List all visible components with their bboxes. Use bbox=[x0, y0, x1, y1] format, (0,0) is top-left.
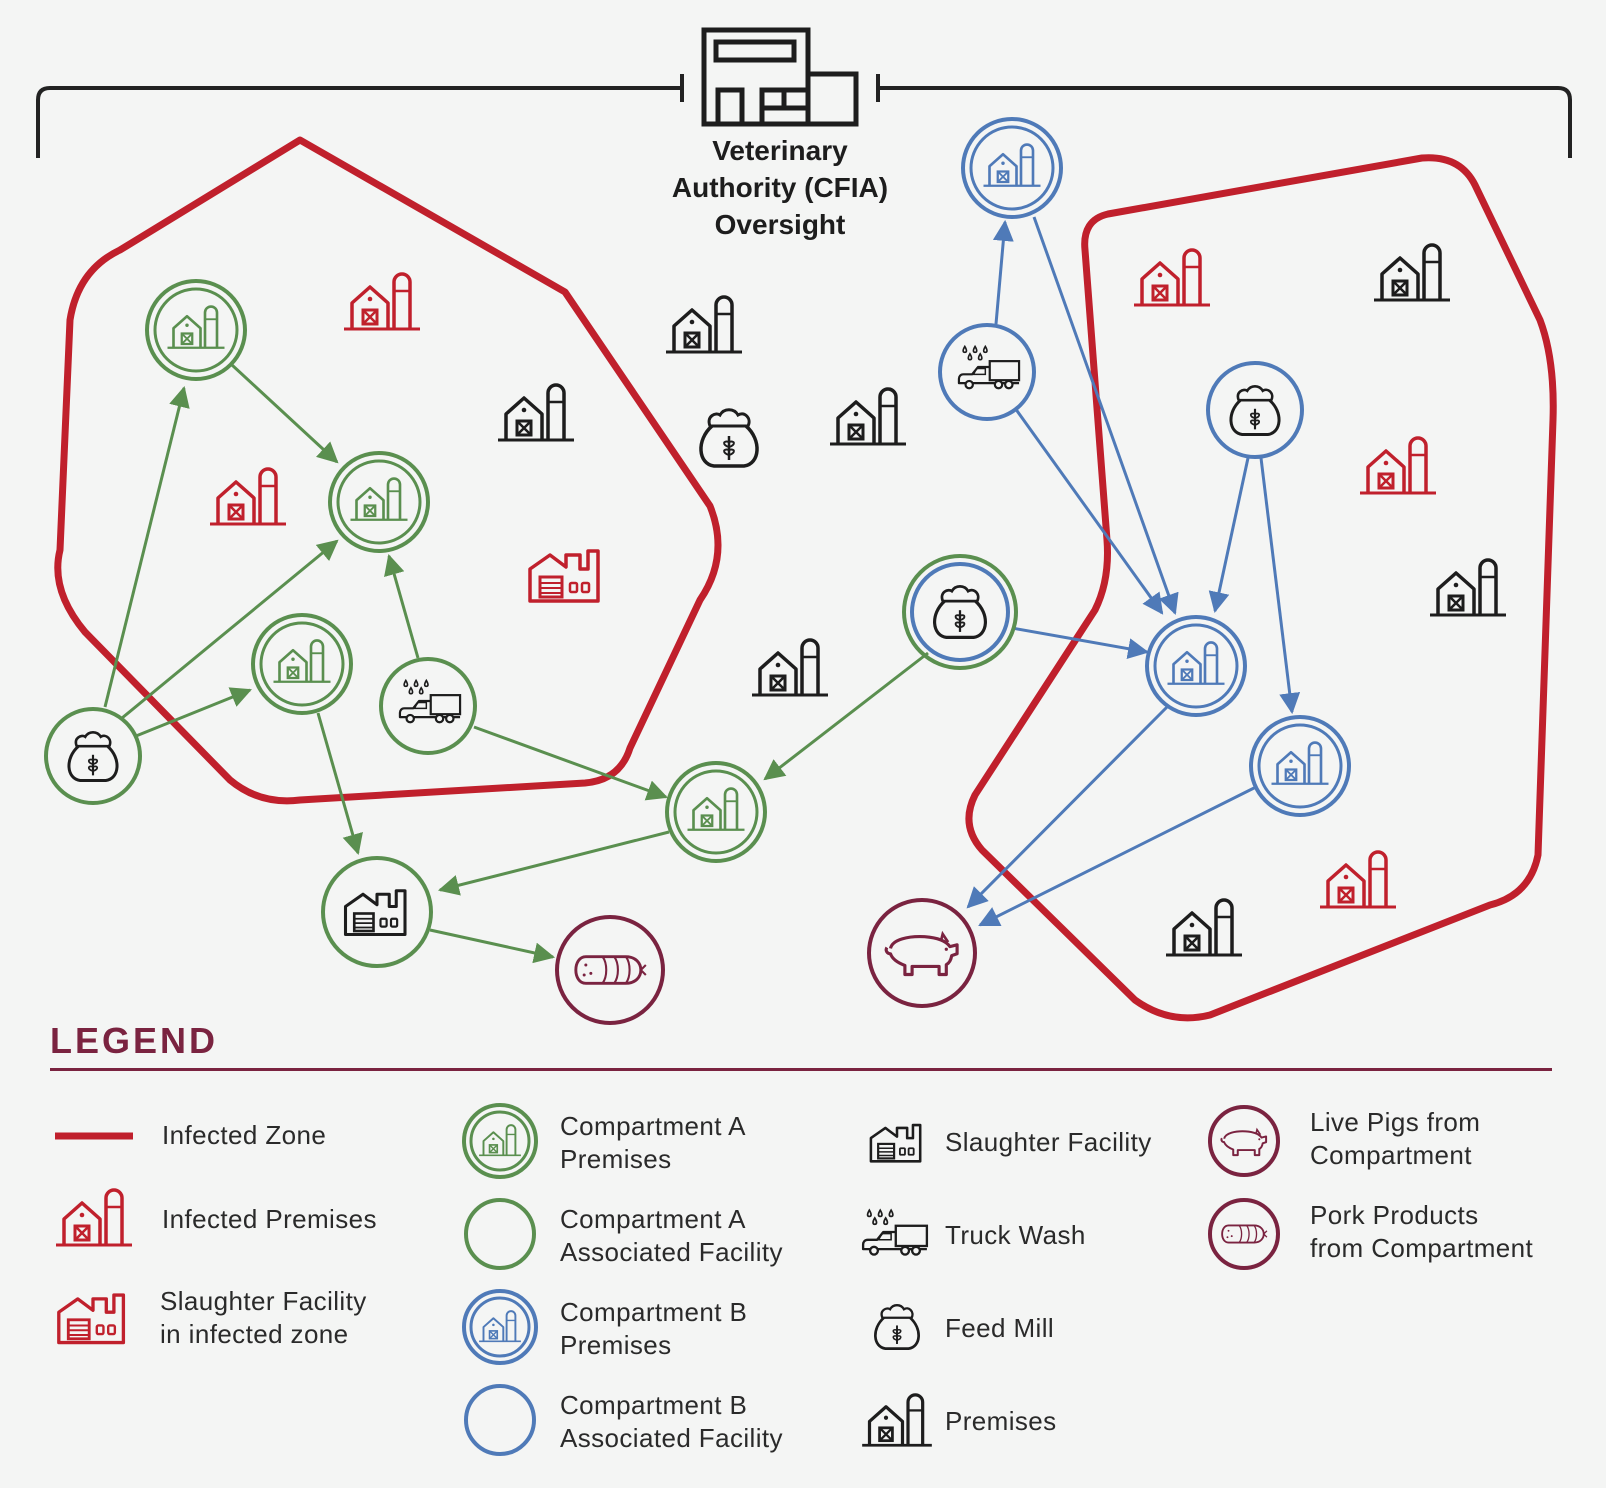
premises-icon bbox=[664, 295, 744, 354]
legend-label-infected-premises: Infected Premises bbox=[162, 1204, 377, 1234]
pork-products-node bbox=[555, 915, 665, 1025]
infected-slaughter-icon bbox=[57, 1293, 126, 1345]
feed-mill-icon bbox=[699, 408, 759, 468]
title-line: Veterinary bbox=[712, 135, 848, 166]
compartment-a-facility-icon bbox=[464, 1198, 536, 1270]
legend-title: LEGEND bbox=[50, 1020, 219, 1061]
compartment-b-facility-icon bbox=[464, 1384, 536, 1456]
compartment-a-truck-wash-node bbox=[379, 657, 477, 755]
title-line: Oversight bbox=[714, 209, 846, 240]
live-pigs-node bbox=[867, 898, 977, 1008]
compartment-b-premises-node bbox=[961, 117, 1063, 219]
compartment-a-premises-node bbox=[145, 279, 247, 381]
compartment-a-premises-node bbox=[328, 451, 430, 553]
compartment-a-premises-node bbox=[665, 761, 767, 863]
oversight-bracket bbox=[36, 74, 1572, 158]
infected-slaughter-icon bbox=[528, 549, 600, 603]
infected-premises-icon bbox=[1132, 248, 1212, 307]
infected-premises-icon bbox=[1358, 436, 1438, 495]
compartment-a-flows bbox=[103, 363, 929, 964]
premises-icon bbox=[860, 1393, 934, 1447]
infected-zone-right bbox=[965, 154, 1557, 1022]
compartment-a-nodes bbox=[44, 279, 1018, 968]
compartment-b-premises-node bbox=[1249, 715, 1351, 817]
legend-label-slaughter-facility: Slaughter Facility bbox=[945, 1127, 1152, 1157]
compartment-a-feed-mill-node bbox=[44, 707, 142, 805]
compartment-b-truck-wash-node bbox=[938, 323, 1036, 421]
legend-divider bbox=[50, 1068, 1552, 1071]
infected-premises-icon bbox=[342, 272, 422, 331]
premises-icon bbox=[496, 383, 576, 442]
shared-feed-mill-node bbox=[902, 554, 1018, 670]
premises-icon bbox=[1428, 558, 1508, 617]
pork-products-icon bbox=[1208, 1198, 1280, 1270]
infected-zone-left bbox=[54, 136, 722, 805]
compartment-a-premises-icon bbox=[462, 1103, 538, 1179]
legend-icons bbox=[54, 1103, 1280, 1456]
compartment-b-premises-icon bbox=[462, 1289, 538, 1365]
infected-premises-icon bbox=[1318, 850, 1398, 909]
compartment-a-slaughter-node bbox=[321, 856, 433, 968]
premises-icon bbox=[828, 387, 908, 446]
slaughter-facility-icon bbox=[869, 1123, 922, 1163]
truck-wash-icon bbox=[861, 1209, 929, 1256]
compartment-b-feed-mill-node bbox=[1206, 361, 1304, 459]
premises-icon bbox=[1164, 898, 1244, 957]
legend-label-infected-zone: Infected Zone bbox=[162, 1120, 327, 1150]
veterinary-authority-building-icon bbox=[701, 27, 859, 127]
oversight-title: Veterinary Authority (CFIA) Oversight bbox=[600, 132, 960, 243]
compartment-b-premises-node bbox=[1145, 615, 1247, 717]
compartment-a-premises-node bbox=[251, 613, 353, 715]
title-line: Authority (CFIA) bbox=[671, 172, 889, 203]
live-pigs-icon bbox=[1208, 1105, 1280, 1177]
legend-label-feed-mill: Feed Mill bbox=[945, 1313, 1055, 1343]
infected-premises-icon bbox=[208, 467, 288, 526]
legend-label-truck-wash: Truck Wash bbox=[945, 1220, 1086, 1250]
compartment-b-flows bbox=[966, 216, 1301, 927]
premises-icon bbox=[1372, 243, 1452, 302]
premises-icon bbox=[750, 638, 830, 697]
feed-mill-icon bbox=[873, 1303, 921, 1350]
infected-premises-icon bbox=[54, 1188, 134, 1247]
compartment-b-nodes bbox=[938, 117, 1351, 817]
legend-label-premises: Premises bbox=[945, 1406, 1057, 1436]
